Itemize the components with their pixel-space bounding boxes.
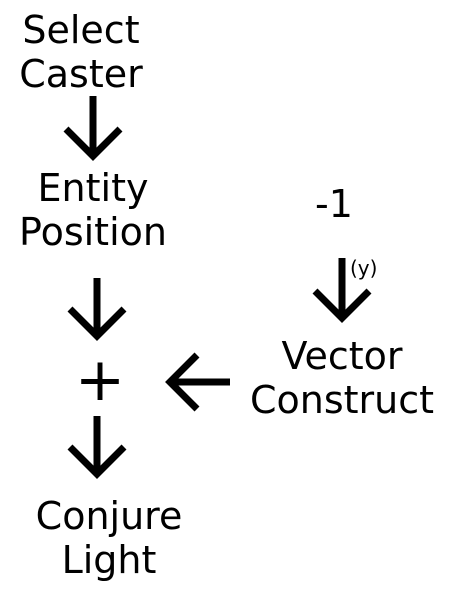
- node-entity-position: Entity Position: [4, 166, 182, 254]
- node-conjure-light-line2: Light: [61, 538, 157, 582]
- node-vector-construct-line1: Vector: [281, 334, 403, 378]
- edge-port-label-y: (y): [350, 256, 378, 280]
- node-conjure-light-line1: Conjure: [35, 494, 183, 538]
- arrow-down-icon: [67, 416, 127, 479]
- node-vector-construct: Vector Construct: [232, 334, 452, 422]
- node-select-caster-line1: Select: [22, 8, 140, 52]
- node-conjure-light: Conjure Light: [12, 494, 206, 582]
- node-entity-position-line1: Entity: [37, 166, 149, 210]
- node-add: +: [74, 345, 126, 415]
- arrow-down-icon: [63, 96, 123, 161]
- node-select-caster: Select Caster: [6, 8, 156, 96]
- arrow-left-icon: [165, 352, 230, 412]
- node-constant: -1: [296, 182, 372, 226]
- arrow-down-icon: [67, 278, 127, 341]
- arrow-down-icon: [312, 258, 372, 323]
- node-entity-position-line2: Position: [19, 210, 167, 254]
- node-select-caster-line2: Caster: [19, 52, 143, 96]
- node-constant-value: -1: [315, 182, 353, 226]
- node-vector-construct-line2: Construct: [249, 378, 435, 422]
